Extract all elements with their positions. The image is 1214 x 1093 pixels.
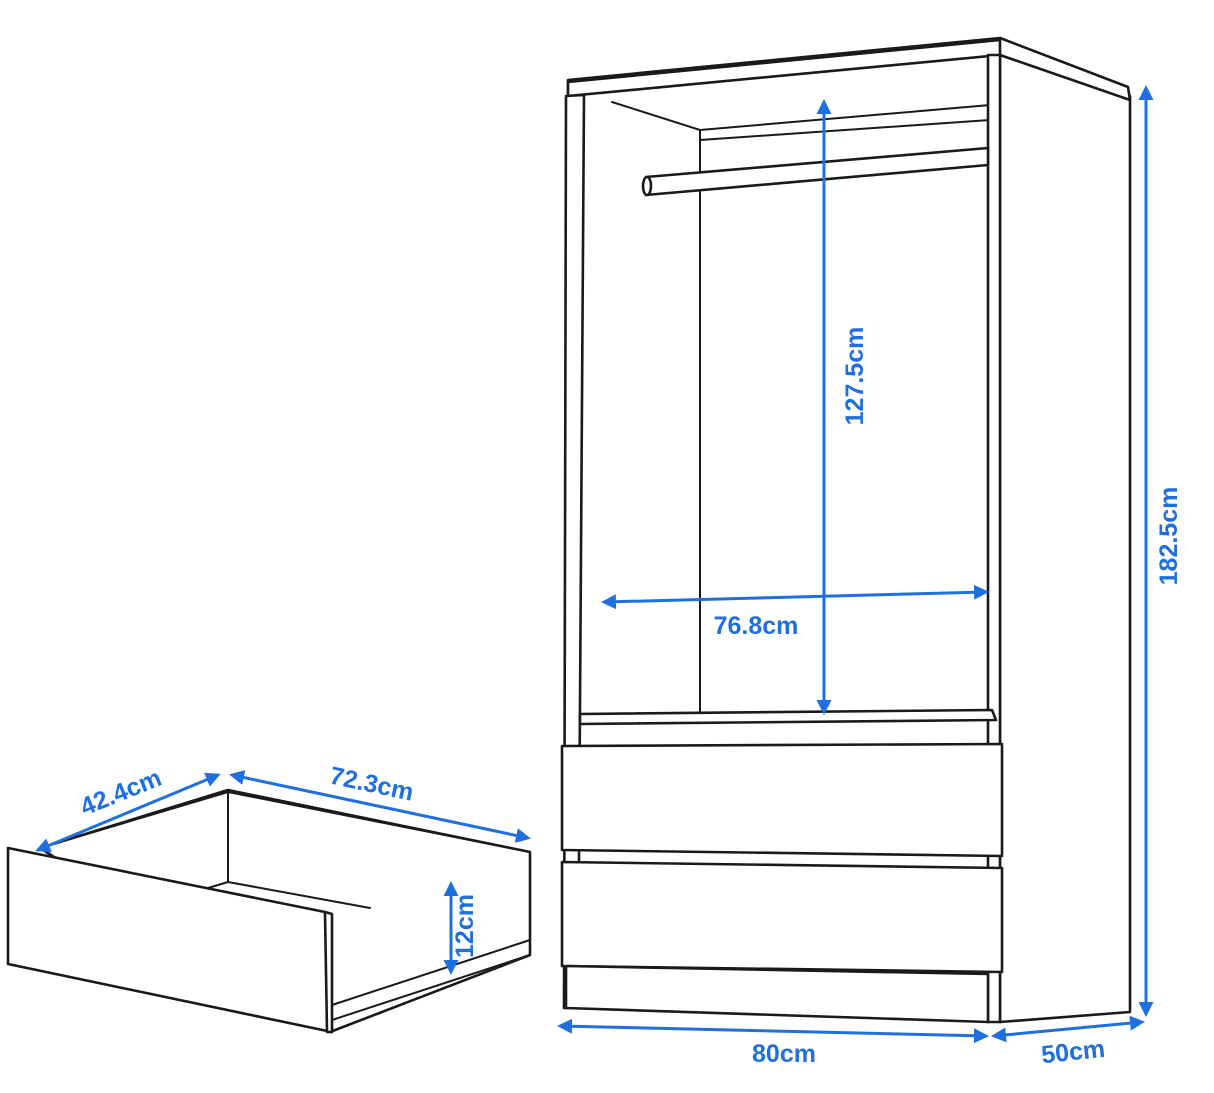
drawer-bottom-edge [331, 954, 531, 1021]
dimension-lines [35, 85, 1154, 1044]
dim-line-total-width [557, 1018, 989, 1044]
dim-line-drawer-width [229, 770, 531, 843]
label-hanging-height: 127.5cm [841, 327, 869, 426]
wardrobe-side-panel [998, 53, 1132, 1024]
wardrobe-drawer-upper [560, 742, 1004, 858]
interior-shelf-edge [699, 119, 991, 141]
drawer-bottom-edge-2 [331, 939, 531, 1006]
dim-line-inner-width [601, 584, 989, 610]
hanging-rail [644, 146, 990, 197]
label-drawer-width: 72.3cm [327, 762, 416, 807]
wardrobe-shelf [578, 708, 998, 726]
label-total-depth: 50cm [1040, 1035, 1107, 1070]
dim-line-total-depth [991, 1015, 1145, 1043]
label-total-height: 182.5cm [1155, 487, 1183, 586]
label-inner-width: 76.8cm [714, 612, 799, 640]
drawer-inner-side-edge [207, 881, 229, 889]
dim-line-drawer-depth [35, 772, 221, 853]
label-drawer-height: 12cm [451, 894, 479, 958]
wardrobe-plinth [564, 964, 990, 1024]
wardrobe-drawer-lower [560, 860, 1004, 974]
label-total-width: 80cm [752, 1040, 816, 1068]
wardrobe-top-rail [566, 38, 1002, 98]
wardrobe [560, 36, 1132, 1024]
interior-top-edge [611, 101, 991, 131]
drawer-front-edge [323, 910, 334, 1034]
hanging-rail-end [641, 175, 653, 197]
